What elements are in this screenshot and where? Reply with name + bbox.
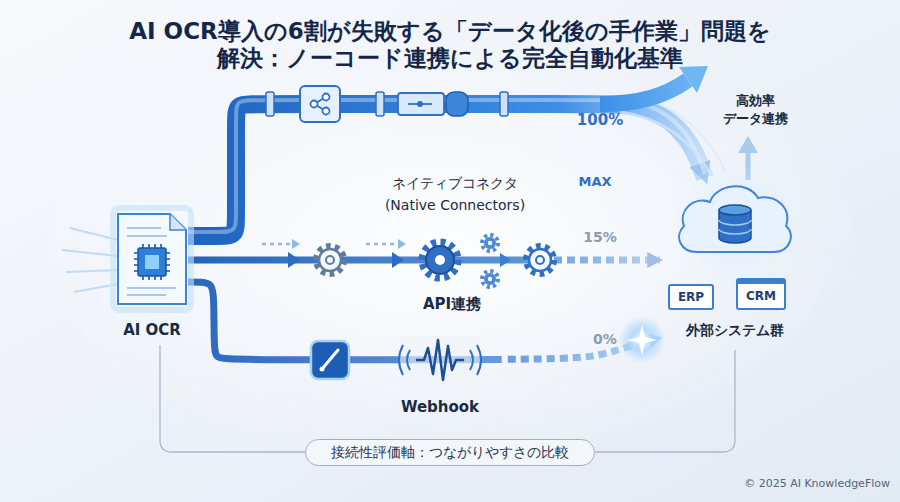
gear-body — [484, 237, 496, 249]
node-text: AI OCR — [123, 321, 181, 339]
node-text: CRM — [746, 289, 776, 303]
diagram-title: AI OCR導入の6割が失敗する「データ化後の手作業」問題を解決：ノーコード連携… — [125, 18, 775, 72]
edge-label: API連携 — [400, 294, 504, 314]
switch-lever — [322, 350, 338, 369]
document-fold — [170, 214, 186, 230]
gear-hole — [536, 256, 544, 264]
gear-hole — [326, 256, 334, 264]
gear-body — [529, 249, 551, 271]
flow-arrow — [392, 252, 404, 268]
gear-body — [426, 246, 454, 274]
flow-arrow — [500, 253, 511, 267]
flow-arrow — [288, 252, 300, 268]
edge-label: Webhook — [385, 397, 495, 417]
database-bands — [719, 220, 751, 234]
percent-label: 100% — [570, 111, 630, 129]
share-module — [300, 86, 340, 122]
chip-icon — [138, 248, 166, 276]
gear-teeth — [482, 235, 498, 251]
node-text: ERP — [678, 290, 704, 304]
gear-body — [319, 249, 341, 271]
pipe-highlight — [188, 100, 705, 232]
pipe-coupling — [500, 92, 508, 116]
signal-arcs — [399, 345, 481, 375]
system-group: 外部システム群 ERP CRM — [660, 178, 810, 346]
gear-teeth — [482, 271, 498, 287]
gear-hole — [435, 255, 445, 265]
light-streak — [620, 112, 712, 176]
valve-cylinder — [446, 92, 468, 116]
cloud-icon — [679, 186, 791, 252]
share-icon — [311, 101, 318, 108]
up-arrow-head — [738, 136, 758, 153]
gear-teeth — [316, 246, 344, 274]
background-glow — [30, 30, 870, 470]
share-icon — [323, 94, 330, 101]
switch-icon — [311, 341, 349, 379]
gear-icon — [316, 246, 344, 274]
gear-icon — [482, 235, 498, 251]
wave-backdrop — [400, 336, 480, 384]
pipe-coupling — [376, 92, 384, 116]
gear-teeth — [422, 242, 458, 278]
gear-hole — [488, 277, 492, 281]
gear-icon — [482, 271, 498, 287]
chip-core — [145, 255, 159, 269]
flow-arrow — [398, 239, 406, 249]
gear-body — [484, 273, 496, 285]
waveform-icon — [416, 340, 464, 380]
gear-icon — [526, 246, 554, 274]
gear-teeth — [526, 246, 554, 274]
growth-arrow-head — [679, 66, 708, 93]
efficiency-label: 高効率 データ連携 — [715, 92, 795, 128]
node-text: 接続性評価軸：つながりやすさの比較 — [331, 444, 569, 462]
document-lines — [127, 228, 176, 295]
percent-label: 15% — [570, 229, 630, 245]
spark-glow — [618, 316, 666, 364]
switch-pivot — [320, 367, 325, 372]
connector-pipe — [188, 104, 705, 236]
share-icon — [323, 108, 330, 115]
glow-streak — [62, 228, 118, 292]
valve-module — [398, 93, 444, 115]
flow-arrow — [292, 239, 300, 249]
axis-pill: 接続性評価軸：つながりやすさの比較 — [305, 439, 595, 466]
gear-icon — [422, 242, 458, 278]
growth-arrow — [600, 80, 688, 104]
cloud-glow — [673, 160, 797, 284]
system-box: CRM — [736, 278, 786, 310]
gear-hole — [488, 241, 492, 245]
spark-star — [627, 325, 657, 355]
valve-knob — [417, 101, 423, 107]
node-text: 外部システム群 — [686, 322, 784, 340]
edge-label: ネイティブコネクタ (Native Connectors) — [365, 172, 545, 216]
pipe-coupling — [266, 92, 274, 116]
document-icon — [118, 214, 186, 304]
chip-pins — [134, 244, 170, 280]
system-box: ERP — [668, 284, 714, 310]
ocr-node: AI OCR — [116, 205, 188, 345]
database-top — [719, 205, 751, 215]
percent-label: 0% — [575, 331, 635, 347]
max-label: MAX — [565, 174, 625, 189]
document-glow — [113, 208, 191, 310]
copyright-note: © 2025 AI KnowledgeFlow — [660, 477, 890, 490]
